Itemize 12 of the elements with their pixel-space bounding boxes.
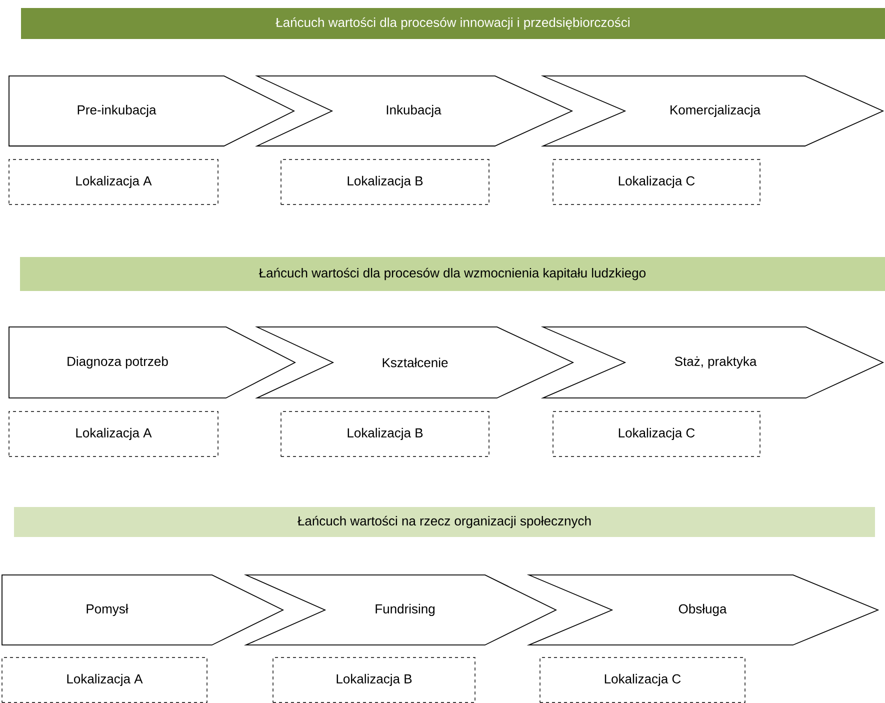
dashed-box: Lokalizacja A bbox=[8, 159, 218, 205]
title-banner: Łańcuch wartości dla procesów dla wzmocnienia kapitału ludzkiego bbox=[20, 256, 885, 291]
dashed-box: Lokalizacja B bbox=[272, 657, 476, 703]
dashed-box: Lokalizacja C bbox=[552, 159, 760, 205]
dashed-box: Lokalizacja B bbox=[280, 411, 490, 457]
dashed-box: Lokalizacja A bbox=[8, 411, 218, 457]
dashed-box: Lokalizacja A bbox=[2, 657, 208, 703]
dashed-box: Lokalizacja C bbox=[540, 657, 746, 703]
dashed-box: Lokalizacja B bbox=[280, 159, 490, 205]
title-banner: Łańcuch wartości dla procesów innowacji i przedsiębiorczości bbox=[21, 8, 885, 39]
dashed-box: Lokalizacja C bbox=[552, 411, 760, 457]
title-banner: Łańcuch wartości na rzecz organizacji społecznych bbox=[14, 506, 875, 537]
